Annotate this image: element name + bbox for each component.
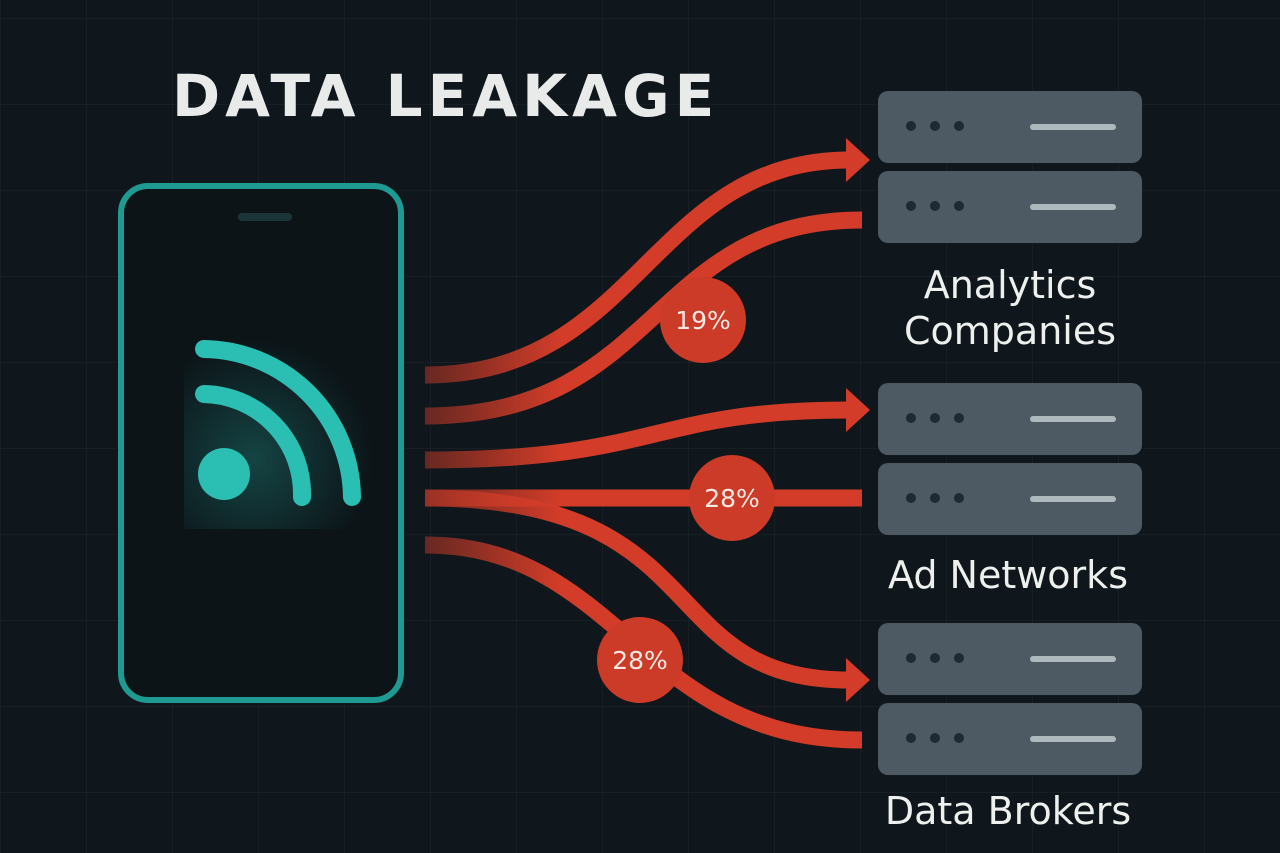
server-icon <box>878 623 1142 695</box>
destination-label-ad-networks: Ad Networks <box>888 553 1128 597</box>
server-icon <box>878 463 1142 535</box>
server-icon <box>878 91 1142 163</box>
percentage-badge: 28% <box>597 617 683 703</box>
server-icon <box>878 703 1142 775</box>
arrowhead <box>846 138 870 182</box>
flow-line <box>424 211 863 425</box>
destination-label-analytics: Analytics Companies <box>878 262 1142 354</box>
flow-line <box>424 489 851 689</box>
arrowhead <box>846 658 870 702</box>
wireless-signal-icon <box>184 329 384 529</box>
arrowhead <box>846 388 870 432</box>
percentage-badge: 28% <box>689 455 775 541</box>
label-line: Analytics <box>923 263 1097 307</box>
server-icon <box>878 171 1142 243</box>
percentage-badge: 19% <box>660 277 746 363</box>
destination-label-data-brokers: Data Brokers <box>884 789 1132 833</box>
label-line: Companies <box>903 309 1117 353</box>
smartphone-icon <box>118 183 404 703</box>
diagram-title: DATA LEAKAGE <box>172 62 720 130</box>
flow-line <box>424 401 851 469</box>
phone-speaker <box>238 213 292 221</box>
flow-line <box>424 151 851 384</box>
server-icon <box>878 383 1142 455</box>
